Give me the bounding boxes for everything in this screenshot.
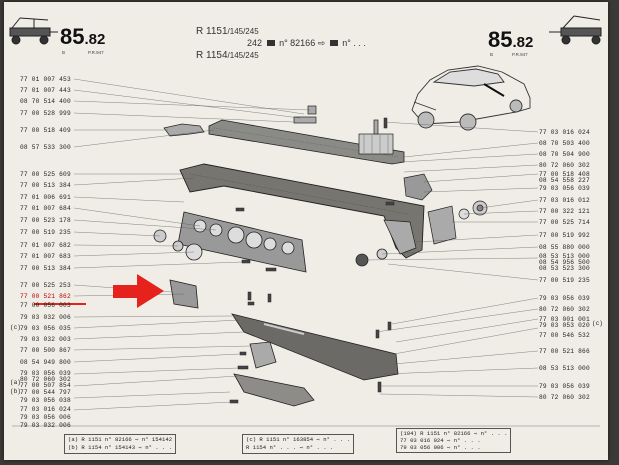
- footer-note-104-line1: (104) R 1151 n° 82166 ⇨ n° . . .: [400, 430, 508, 437]
- right-part-code: 80 72 060 302: [539, 306, 590, 313]
- car-lift-icon-left: [9, 17, 58, 45]
- pr-label-left: P.R.947: [88, 50, 104, 55]
- right-part-code: 08 70 504 900: [539, 151, 590, 158]
- left-part-code: 08 54 949 800: [20, 359, 71, 366]
- instrument-cluster: [153, 211, 388, 273]
- right-part-code: 08 53 513 000: [539, 253, 590, 260]
- b-label-right: B: [490, 52, 494, 57]
- left-part-code: 77 00 528 999: [20, 110, 71, 117]
- left-part-code: 77 00 525 609: [20, 171, 71, 178]
- header-line-3: R 1154/145/245: [196, 50, 259, 61]
- marker-b-left: (b): [10, 388, 21, 395]
- right-part-code: 77 03 001 001: [539, 316, 590, 323]
- marker-c-right: (c): [592, 320, 603, 327]
- left-part-code: 77 00 518 409: [20, 127, 71, 134]
- left-part-code: 77 00 500 867: [20, 347, 71, 354]
- right-part-code: 77 00 521 866: [539, 348, 590, 355]
- left-part-code: 79 03 032 006: [20, 422, 71, 429]
- right-part-code: 77 03 016 024: [539, 129, 590, 136]
- right-part-code: 79 03 056 039: [539, 185, 590, 192]
- car-illustration: [411, 65, 531, 131]
- right-part-code: 77 00 322 121: [539, 208, 590, 215]
- marker-a-left: (a): [10, 379, 21, 386]
- footer-note-104-line3: 79 03 056 006 ⇨ n° . . .: [400, 444, 481, 451]
- footer-note-104-line2: 77 03 016 024 ⇨ n° . . .: [400, 437, 481, 444]
- left-part-code: 77 00 525 253: [20, 282, 71, 289]
- right-part-code: 79 03 053 020: [539, 322, 590, 329]
- left-part-code: 80 72 060 302: [20, 376, 71, 383]
- right-part-code: 79 03 056 039: [539, 295, 590, 302]
- left-part-code: 79 03 032 006: [20, 314, 71, 321]
- left-part-code: 77 00 513 384: [20, 182, 71, 189]
- left-part-code: 77 01 006 691: [20, 194, 71, 201]
- right-part-code: 08 53 523 300: [539, 265, 590, 272]
- left-part-code: 79 03 032 003: [20, 336, 71, 343]
- parts-catalog-page: 85.82 B P.R.947 85.82 B P.R.947 R 1151/1…: [4, 2, 608, 460]
- left-part-code: 77 00 521 862: [20, 293, 71, 300]
- left-part-code: 08 57 533 300: [20, 144, 71, 151]
- left-part-code: 79 03 056 039: [20, 370, 71, 377]
- footer-note-c-line2: R 1154 n° . . . ⇨ n° . . .: [246, 444, 334, 451]
- left-part-code: 77 00 519 235: [20, 229, 71, 236]
- footer-note-c-line1: (c) R 1151 n° 163854 ⇨ n° . . .: [246, 436, 351, 443]
- page-number-right: 85.82: [488, 27, 534, 52]
- right-part-code: 08 55 880 000: [539, 244, 590, 251]
- lower-bracket: [169, 279, 399, 407]
- leader-lines-right: [363, 121, 539, 398]
- left-part-code: 77 01 007 682: [20, 242, 71, 249]
- right-part-code: 80 72 060 302: [539, 394, 590, 401]
- right-part-code: 08 54 956 500: [539, 259, 590, 266]
- fasteners: [229, 117, 395, 404]
- header-line-2: 242 n° 82166 ⇨ n° . . .: [247, 38, 366, 48]
- footer-note-a-b: (a) R 1151 n° 82166 ⇨ n° 154142 (b) R 11…: [64, 434, 177, 454]
- left-part-code: 77 00 523 178: [20, 217, 71, 224]
- header-line-1: R 1151/145/245: [196, 26, 259, 37]
- left-part-code: 77 01 007 684: [20, 205, 71, 212]
- right-part-code: 77 00 518 408: [539, 171, 590, 178]
- left-part-code: 77 01 007 443: [20, 87, 71, 94]
- left-part-code: 79 03 056 006: [20, 414, 71, 421]
- right-part-code: 77 00 519 235: [539, 277, 590, 284]
- left-part-code: 77 03 016 024: [20, 406, 71, 413]
- pr-label-right: P.R.947: [512, 52, 528, 57]
- right-part-code: 77 00 525 714: [539, 219, 590, 226]
- footer-note-b: (b) R 1154 n° 154143 ⇨ n° . . .: [68, 444, 173, 451]
- right-part-code: 77 00 546 532: [539, 332, 590, 339]
- left-part-code: 77 00 056 003: [20, 302, 71, 309]
- left-part-code: 77 00 507 854: [20, 382, 71, 389]
- page-number-left: 85.82: [60, 24, 106, 49]
- car-lift-icon-right: [549, 15, 602, 45]
- b-label-left: B: [62, 50, 66, 55]
- left-part-code: 08 70 514 400: [20, 98, 71, 105]
- right-part-code: 79 03 056 039: [539, 383, 590, 390]
- right-side-parts: [373, 119, 488, 245]
- left-part-code: 79 03 056 035: [20, 325, 71, 332]
- dashboard-top-trim: [208, 119, 405, 165]
- right-part-code: 80 72 060 302: [539, 162, 590, 169]
- diagram-layer: [9, 15, 602, 427]
- right-part-code: 77 03 016 012: [539, 197, 590, 204]
- right-part-code: 08 53 513 000: [539, 365, 590, 372]
- red-highlight-arrow: [113, 274, 164, 308]
- right-part-code: 08 70 503 400: [539, 140, 590, 147]
- marker-c-left: (c): [10, 324, 21, 331]
- right-part-code: 77 00 519 992: [539, 232, 590, 239]
- footer-note-c: (c) R 1151 n° 163854 ⇨ n° . . . R 1154 n…: [242, 434, 355, 454]
- right-part-code: 08 54 558 227: [539, 177, 590, 184]
- footer-note-104: (104) R 1151 n° 82166 ⇨ n° . . . 77 03 0…: [396, 428, 512, 453]
- left-part-code: 77 00 544 797: [20, 389, 71, 396]
- left-part-code: 77 01 007 683: [20, 253, 71, 260]
- left-part-code: 79 03 056 038: [20, 397, 71, 404]
- left-part-code: 77 01 007 453: [20, 76, 71, 83]
- footer-note-a: (a) R 1151 n° 82166 ⇨ n° 154142: [68, 436, 173, 443]
- left-part-code: 77 00 513 384: [20, 265, 71, 272]
